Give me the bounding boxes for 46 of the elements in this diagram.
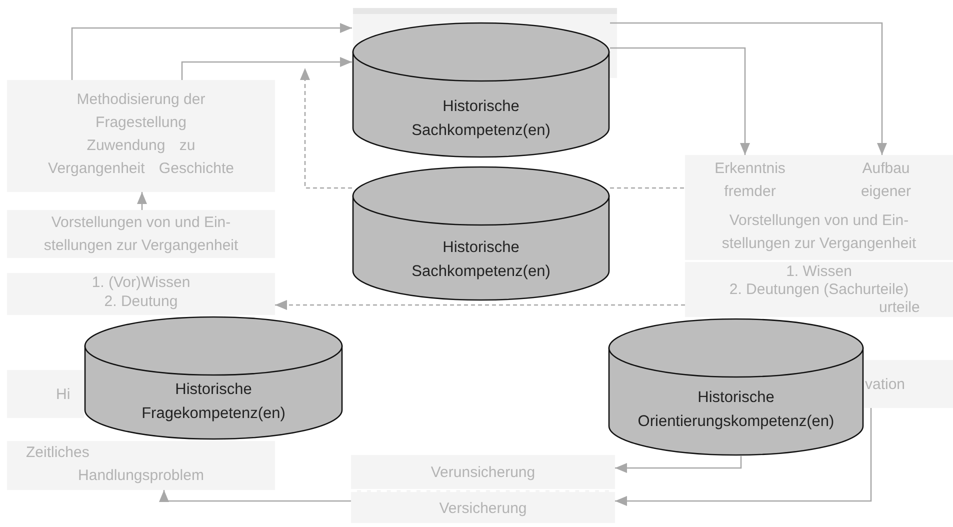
text-box <box>7 370 84 418</box>
arrow <box>71 23 352 80</box>
cylinder-node <box>352 166 610 301</box>
node-label: vation <box>865 375 906 395</box>
text-box <box>7 80 275 192</box>
node-label: 2. Deutungen (Sachurteile) <box>728 281 910 299</box>
node-label: Historische Sachkompetenz(en) <box>410 97 552 141</box>
node-label: Verunsicherung <box>430 463 536 483</box>
node-label: Historische Fragekompetenz(en) <box>140 380 286 424</box>
node-label: Methodisierung der Fragestellung <box>76 90 206 133</box>
arrow <box>610 47 750 155</box>
text-box <box>685 262 953 317</box>
node-label: 1. (Vor)Wissen <box>90 273 192 292</box>
node-label: Zeitliches <box>26 443 90 463</box>
node-label: Vorstellungen von und Ein- stellungen zur Vergangenheit <box>720 211 918 254</box>
node-label: Hi <box>56 385 72 405</box>
node-label: 1. Wissen <box>785 263 853 281</box>
arrow <box>137 192 147 210</box>
node-label: Historische Orientierungskompetenz(en) <box>636 388 836 432</box>
text-box <box>351 455 615 489</box>
cylinder-node <box>608 318 864 456</box>
node-label: Erkenntnis fremder <box>714 159 786 202</box>
arrow <box>159 490 351 502</box>
arrow <box>275 300 685 310</box>
node-label: Vorstellungen von und Ein- stellungen zur Vergangenheit <box>42 213 240 256</box>
node-label: urteile <box>879 299 921 317</box>
cylinder-node <box>352 22 610 158</box>
connector-line <box>610 187 685 189</box>
text-box <box>7 441 275 490</box>
text-box <box>7 210 275 258</box>
cylinder-node <box>84 316 343 440</box>
text-box <box>351 490 615 523</box>
arrow <box>300 68 352 189</box>
node-label: Historische Sachkompetenz(en) <box>410 238 552 282</box>
node-label: 2. Deutung <box>103 292 179 311</box>
node-label: Handlungsproblem <box>77 466 205 486</box>
arrow <box>615 456 742 473</box>
text-box <box>864 360 953 408</box>
text-box <box>7 273 275 315</box>
arrow <box>615 408 872 506</box>
arrow <box>181 57 352 80</box>
node-label: Versicherung <box>438 499 528 519</box>
node-label: Aufbau eigener <box>860 159 912 202</box>
text-box <box>685 155 953 260</box>
arrow <box>610 22 887 155</box>
node-label: Zuwendung zu Vergangenheit Geschichte <box>47 136 235 179</box>
